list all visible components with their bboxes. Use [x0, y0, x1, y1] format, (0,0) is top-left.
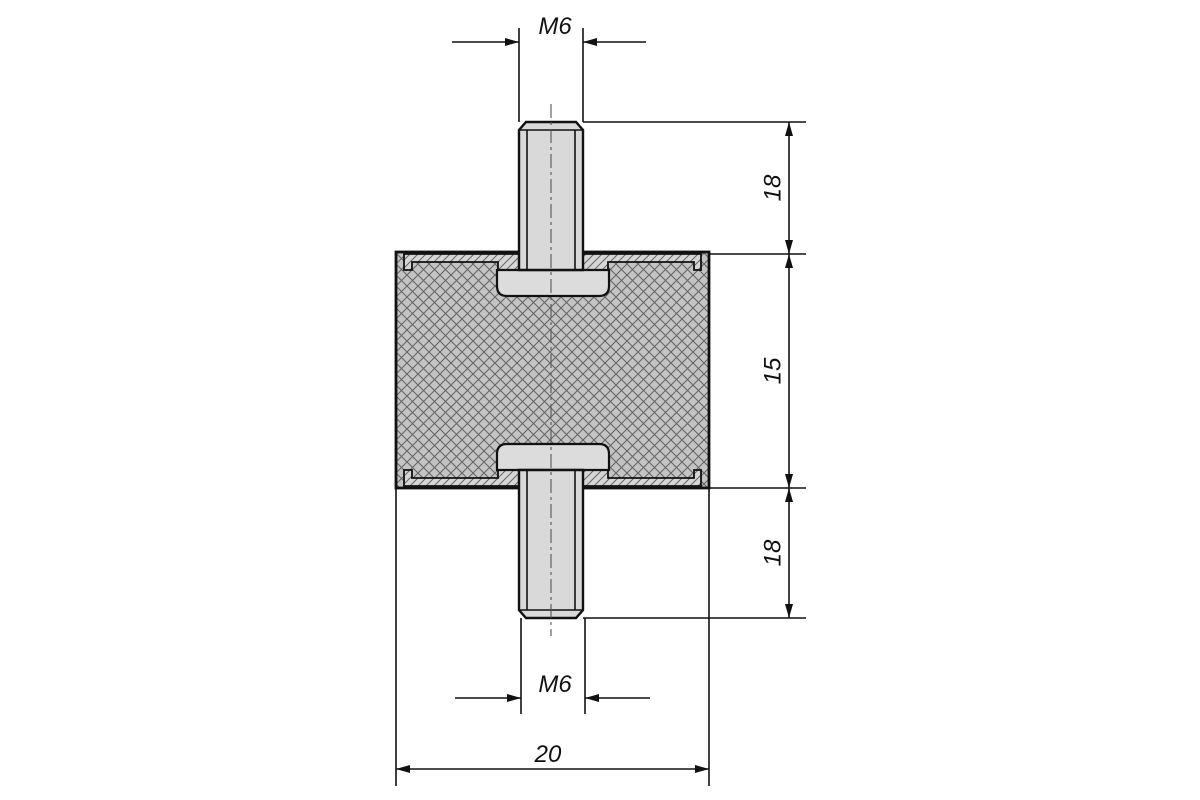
top-plate-boss [495, 268, 611, 298]
dim-stud-length-top-label: 18 [759, 174, 786, 201]
dim-thread-top: M6 [452, 13, 646, 122]
dim-thread-bottom: M6 [455, 618, 650, 714]
dim-thread-bottom-label: M6 [538, 671, 572, 698]
dim-vertical-chain: 18 15 18 [583, 121, 806, 619]
dim-body-diameter-label: 20 [534, 741, 562, 768]
dim-body-height-label: 15 [759, 357, 786, 384]
dim-stud-length-bottom-label: 18 [759, 539, 786, 566]
dim-body-diameter: 20 [395, 488, 710, 786]
dim-thread-top-label: M6 [538, 13, 572, 40]
bottom-plate-boss [495, 442, 611, 472]
top-stud [517, 120, 585, 272]
